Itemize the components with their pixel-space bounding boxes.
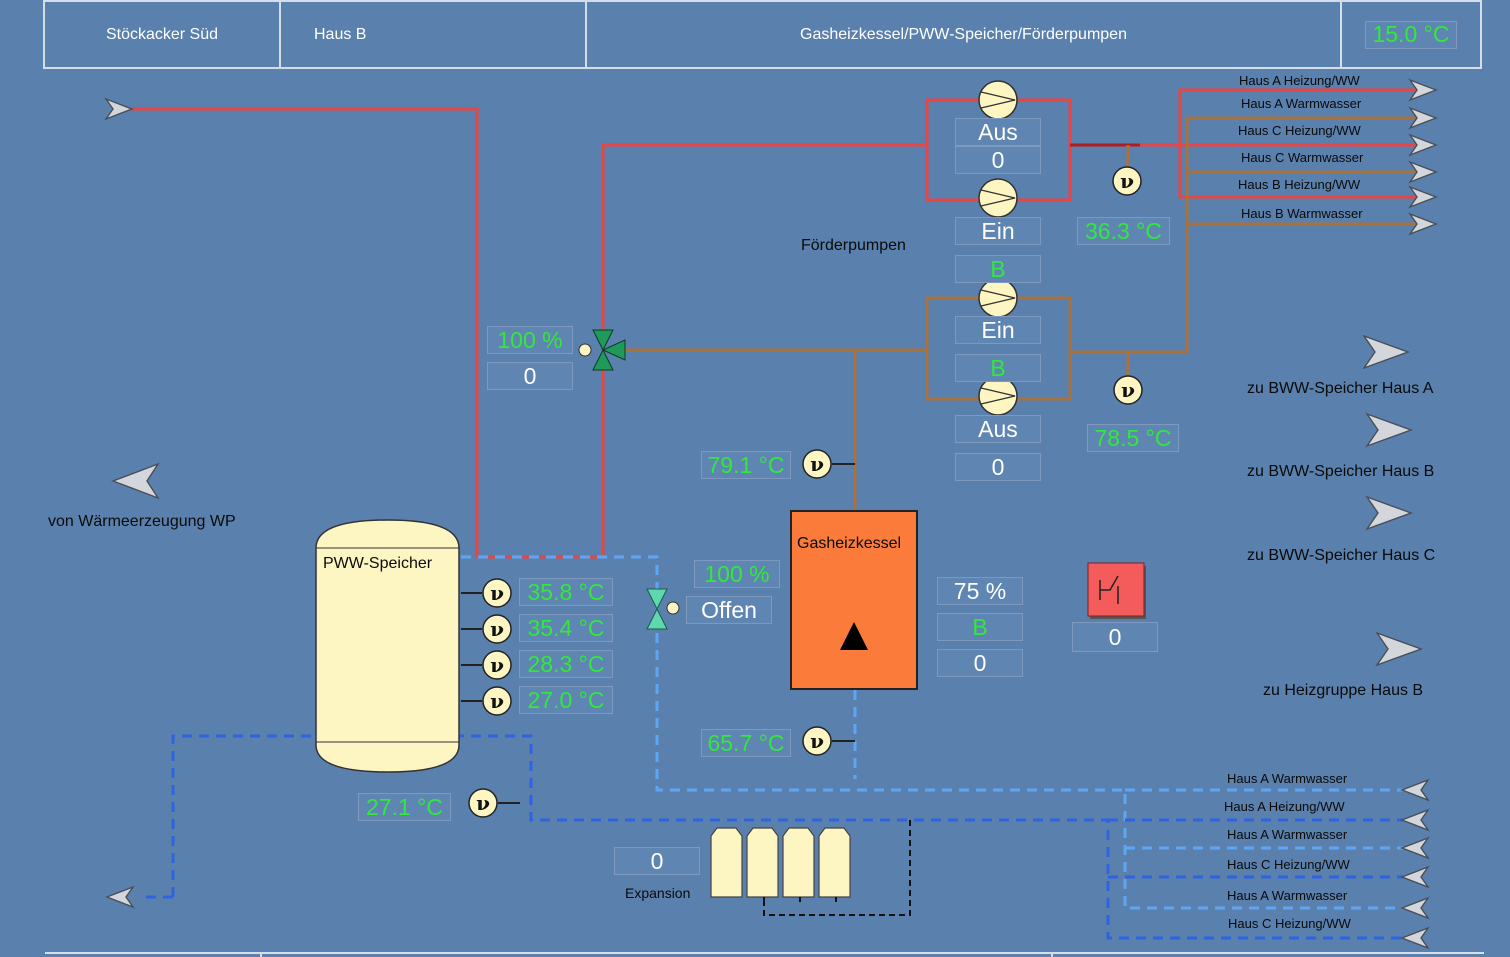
nav-arrow-icon[interactable]: [1365, 495, 1414, 531]
shutoff-valve-state: Offen: [686, 596, 772, 624]
header-outdoor: 15.0 °C: [1340, 0, 1482, 69]
expansion-tanks: [710, 827, 851, 898]
boiler-inlet-temp: 79.1 °C: [701, 451, 791, 479]
pump-4-state: Aus: [955, 415, 1041, 443]
boiler-label: Gasheizkessel: [797, 535, 902, 552]
switch-icon[interactable]: [1087, 562, 1146, 619]
outlet-label: Haus C Warmwasser: [1241, 150, 1364, 165]
supply-pipes: [128, 88, 1420, 559]
outlet-label: Haus B Warmwasser: [1241, 206, 1363, 221]
gas-boiler[interactable]: [790, 510, 918, 690]
switch-value: 0: [1072, 622, 1158, 652]
site-name: Stöckacker Süd: [105, 25, 219, 43]
return-outlet-arrow-icon: [106, 886, 134, 908]
outlet-label: Haus A Warmwasser: [1241, 96, 1362, 111]
pump-3-value: B: [955, 354, 1041, 382]
nav-link-bww-c[interactable]: zu BWW-Speicher Haus C: [1247, 547, 1436, 564]
nav-arrow-icon[interactable]: [1362, 334, 1411, 370]
sensor-icon: [461, 166, 1143, 818]
nav-arrow-icon[interactable]: [1375, 631, 1424, 667]
pump-2-value: B: [955, 255, 1041, 283]
boiler-return-temp: 65.7 °C: [701, 729, 791, 757]
outlet-label: Haus C Heizung/WW: [1238, 123, 1361, 138]
from-heat-pump-label[interactable]: von Wärmeerzeugung WP: [48, 513, 236, 530]
return-label: Haus A Warmwasser: [1227, 827, 1348, 842]
boiler-load: 75 %: [937, 577, 1023, 605]
expansion-label: Expansion: [625, 885, 691, 901]
header-title: Gasheizkessel/PWW-Speicher/Förderpumpen: [585, 0, 1340, 69]
pump-icon[interactable]: [978, 278, 1018, 318]
pump-1-state: Aus: [955, 118, 1041, 146]
tank-label: PWW-Speicher: [323, 555, 433, 572]
tank-temp-2: 35.4 °C: [519, 614, 613, 642]
supply-temp-top: 36.3 °C: [1077, 217, 1170, 245]
expansion-value: 0: [614, 847, 700, 875]
outlet-label: Haus A Heizung/WW: [1239, 73, 1360, 88]
outlet-label: Haus B Heizung/WW: [1238, 177, 1361, 192]
boiler-mode: B: [937, 613, 1023, 641]
pump-icon[interactable]: [978, 178, 1018, 218]
mixing-valve-icon[interactable]: [578, 329, 626, 371]
return-arrows: [1401, 779, 1429, 949]
tank-return-temp: 27.1 °C: [358, 793, 451, 821]
outlet-arrows: [1409, 79, 1437, 235]
supply-temp-mid: 78.5 °C: [1087, 424, 1179, 452]
pump-icon[interactable]: [978, 376, 1018, 416]
pump-4-value: 0: [955, 453, 1041, 481]
nav-link-bww-a[interactable]: zu BWW-Speicher Haus A: [1247, 380, 1434, 397]
pump-2-state: Ein: [955, 217, 1041, 245]
return-label: Haus A Heizung/WW: [1224, 799, 1345, 814]
return-label: Haus C Heizung/WW: [1227, 857, 1350, 872]
pump-1-value: 0: [955, 146, 1041, 174]
tank-temp-4: 27.0 °C: [519, 686, 613, 714]
shutoff-valve-position: 100 %: [694, 560, 780, 588]
nav-arrow-icon[interactable]: [1365, 412, 1414, 448]
heat-pump-arrow-icon[interactable]: [111, 462, 160, 500]
return-label: Haus C Heizung/WW: [1228, 916, 1351, 931]
mixing-valve-value: 0: [487, 362, 573, 390]
supply-inlet-arrow-icon: [105, 98, 133, 120]
header-building: Haus B: [279, 0, 585, 69]
pumps-label: Förderpumpen: [801, 237, 906, 254]
boiler-pipes: [620, 116, 1420, 511]
mixing-valve-position: 100 %: [487, 326, 573, 354]
shutoff-valve-icon[interactable]: [646, 588, 680, 630]
nav-link-heizgruppe-b[interactable]: zu Heizgruppe Haus B: [1263, 682, 1424, 699]
pump-icon[interactable]: [978, 80, 1018, 120]
tank-temp-1: 35.8 °C: [519, 578, 613, 606]
tank-temp-3: 28.3 °C: [519, 650, 613, 678]
pww-tank[interactable]: [315, 519, 460, 773]
building-name: Haus B: [314, 25, 367, 43]
pump-3-state: Ein: [955, 316, 1041, 344]
return-label: Haus A Warmwasser: [1227, 888, 1348, 903]
boiler-value: 0: [937, 649, 1023, 677]
return-pipes: [140, 555, 1420, 940]
return-label: Haus A Warmwasser: [1227, 771, 1348, 786]
outdoor-temp: 15.0 °C: [1365, 20, 1457, 49]
header-site: Stöckacker Süd: [43, 0, 279, 69]
nav-link-bww-b[interactable]: zu BWW-Speicher Haus B: [1247, 463, 1435, 480]
page-title: Gasheizkessel/PWW-Speicher/Förderpumpen: [800, 25, 1127, 43]
